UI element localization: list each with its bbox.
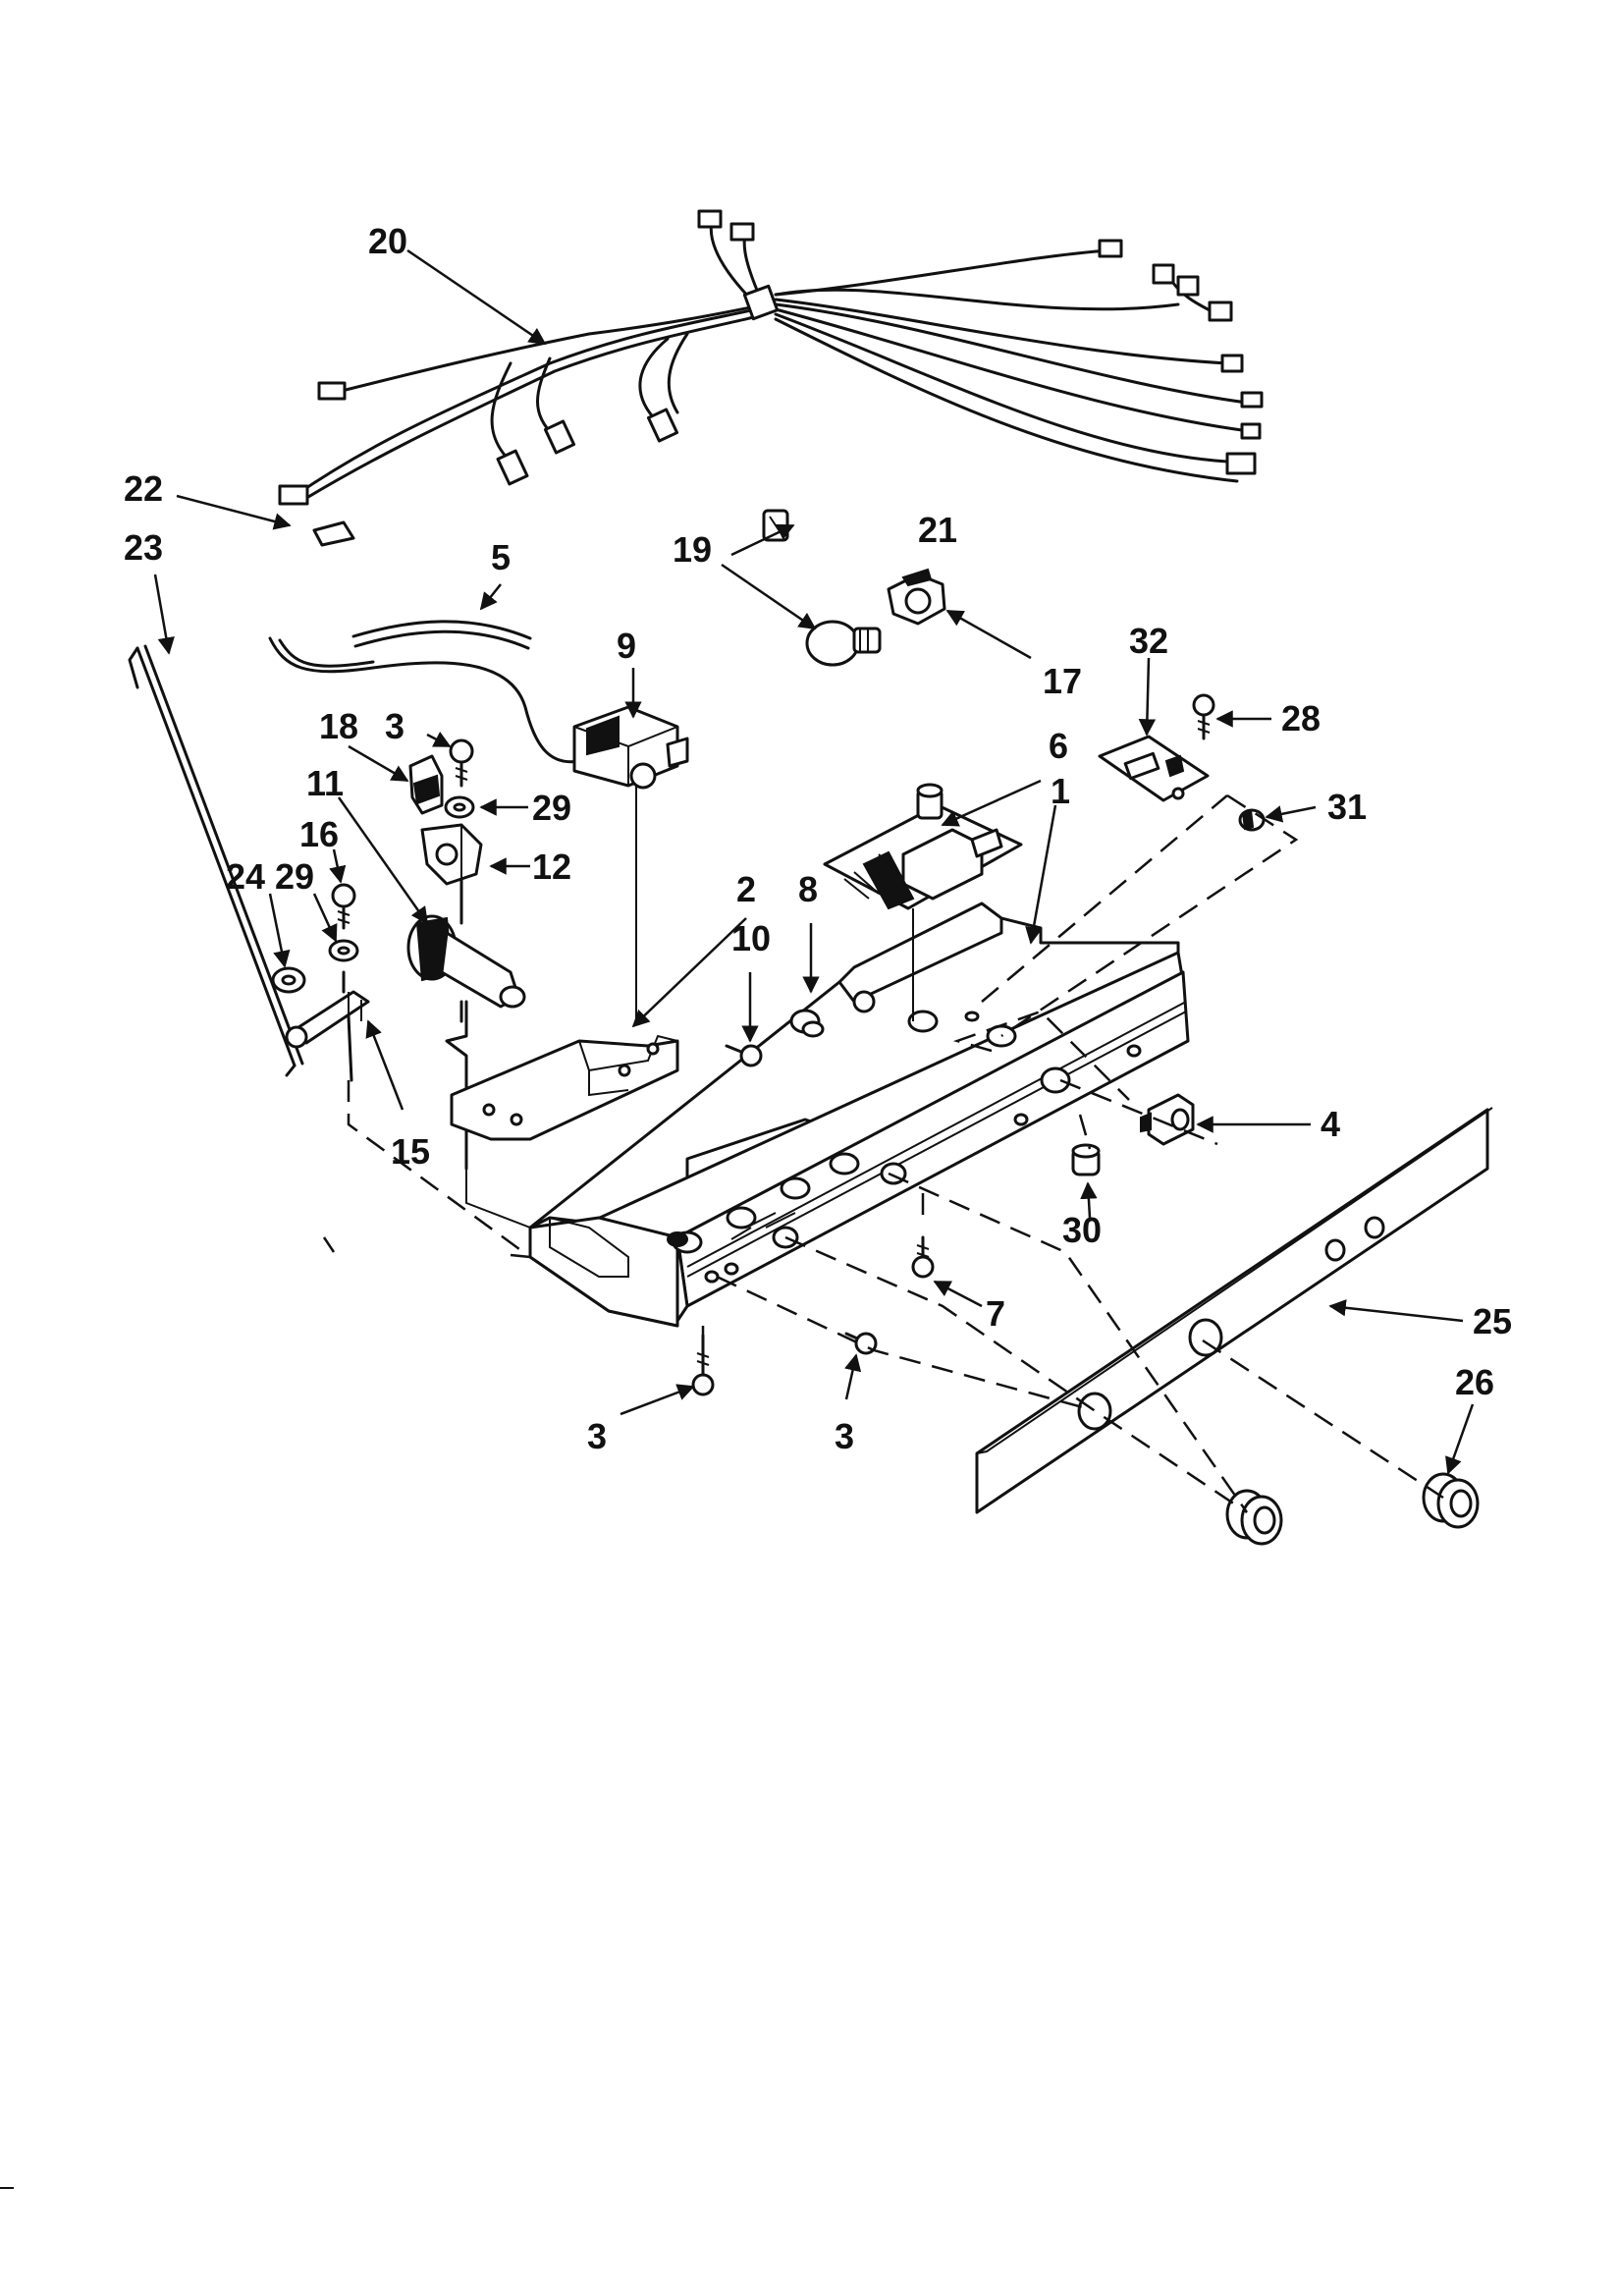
screw-28 [1192,693,1215,740]
control-board-6 [823,783,1023,1021]
callout-18: 18 [319,706,358,746]
knob-left [1225,1489,1283,1546]
leader-lines [153,248,1475,1475]
callout-25: 25 [1473,1301,1512,1341]
callout-5: 5 [491,537,511,577]
callout-4: 4 [1321,1104,1340,1144]
light-bulb-19 [805,620,882,667]
callout-6: 6 [1049,726,1068,766]
sensor-wire [268,636,581,764]
callout-26: 26 [1455,1362,1494,1402]
callout-3-center: 3 [835,1416,854,1456]
grommet-8 [789,1009,825,1038]
callout-24: 24 [226,856,265,897]
callout-8: 8 [798,869,818,909]
callout-16: 16 [299,814,339,854]
callout-2: 2 [736,869,756,909]
callout-17: 17 [1043,661,1082,701]
mounting-bracket-2 [450,1034,679,1229]
callout-3-top: 3 [385,706,404,746]
thermostat-9 [572,705,689,1021]
screw-10 [725,1044,763,1067]
lever-15 [285,970,370,1082]
control-housing-1 [528,902,1190,1328]
callout-3-bottom: 3 [587,1416,607,1456]
callout-11: 11 [306,763,344,803]
bracket-18 [408,754,444,815]
callout-32: 32 [1129,621,1168,661]
callout-31: 31 [1327,787,1367,827]
switch-4 [1140,1093,1195,1146]
callout-22: 22 [124,468,163,509]
knob-26 [1422,1472,1480,1529]
callout-1: 1 [1051,771,1070,811]
callout-28: 28 [1281,698,1321,738]
screw-16 [331,883,356,930]
clip-22 [312,520,355,547]
callout-29-left: 29 [275,856,314,897]
callout-7: 7 [986,1293,1005,1334]
light-shield-21 [762,509,789,542]
callout-15: 15 [391,1131,430,1172]
front-panel-25 [975,1107,1493,1514]
washer-29-top [444,795,475,819]
wire-harness [278,209,1264,506]
callout-30: 30 [1062,1210,1102,1250]
callout-29-top: 29 [532,788,571,828]
plunger-30 [1071,1143,1101,1176]
callout-21: 21 [918,510,957,550]
callout-19: 19 [673,529,712,570]
capillary-tube-23 [128,644,304,1077]
callout-9: 9 [617,626,636,666]
light-socket-17 [887,568,946,626]
assembly-dashed-lines [322,793,1444,1514]
connector-icon [278,484,309,506]
screw-7 [911,1235,935,1279]
callout-labels: 20 22 23 5 19 21 17 9 18 3 29 11 12 16 2… [124,221,1512,1456]
tube-5 [351,620,532,650]
bracket-12 [420,823,483,886]
clip-31 [1238,808,1266,832]
washer-29-left [328,939,359,962]
washer-24 [271,966,306,994]
screw-3-top [449,738,474,788]
callout-20: 20 [368,221,407,261]
callout-23: 23 [124,527,163,568]
callout-12: 12 [532,847,571,887]
relay-32 [1098,735,1210,802]
callout-10: 10 [731,918,771,958]
